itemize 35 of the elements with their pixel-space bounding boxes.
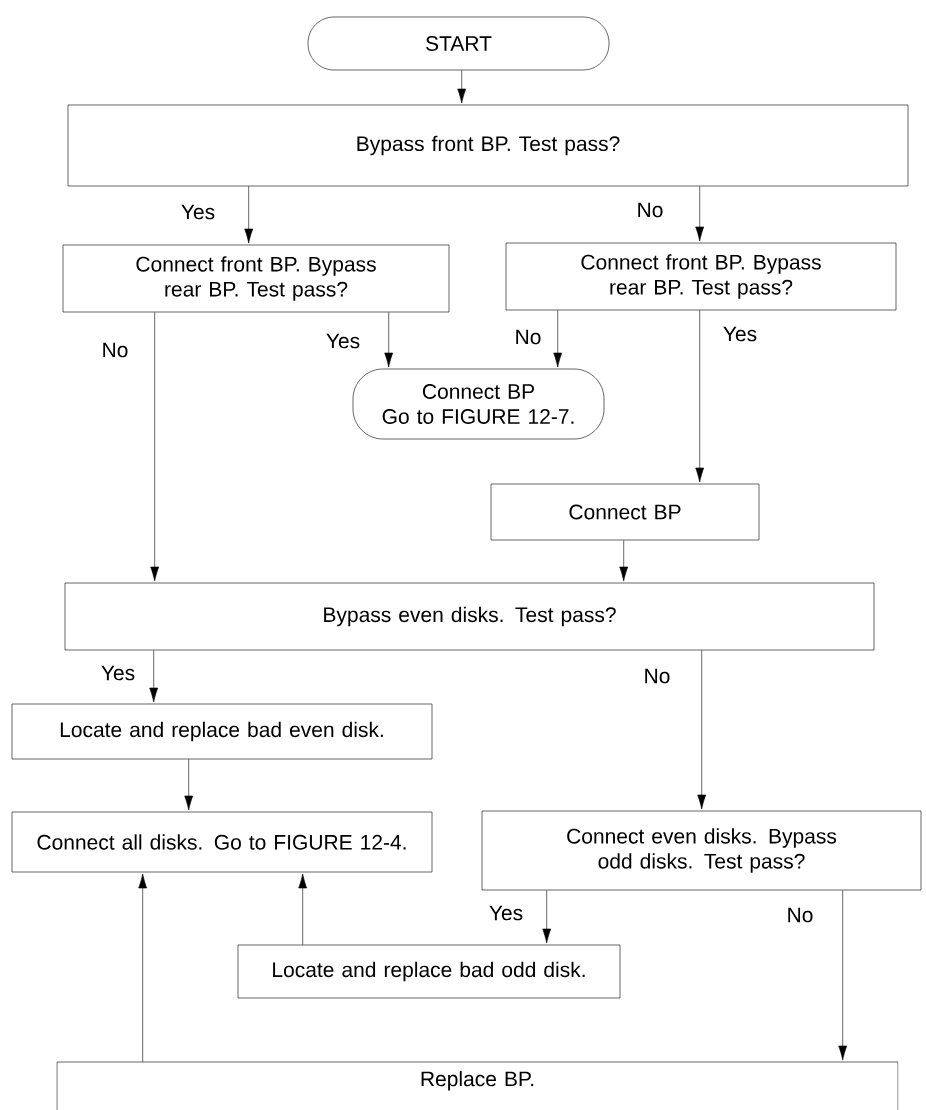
arrow: [138, 873, 148, 1062]
arrow: [457, 70, 467, 104]
arrow: [184, 759, 194, 811]
edge-label: Yes: [179, 203, 217, 221]
process-box: Connect BP: [490, 483, 760, 541]
edge-label: Yes: [721, 325, 759, 343]
process-box: Connect all disks. Go to FIGURE 12-4.: [11, 811, 433, 873]
process-box: Replace BP.: [56, 1061, 899, 1110]
edge-label: No: [635, 201, 665, 219]
arrow: [553, 310, 563, 368]
process-box: Bypass even disks. Test pass?: [64, 582, 875, 651]
arrow: [542, 890, 552, 944]
arrow: [697, 650, 707, 810]
process-box: Connect even disks. Bypass odd disks. Test pass?: [481, 810, 922, 891]
arrow: [838, 890, 848, 1061]
process-box: Connect front BP. Bypass rear BP. Test pass?: [62, 244, 450, 313]
process-box: Bypass front BP. Test pass?: [67, 104, 909, 187]
arrow: [695, 310, 705, 483]
edge-label: No: [785, 906, 815, 924]
arrow: [149, 650, 159, 703]
edge-label: Yes: [324, 332, 362, 350]
arrow: [298, 873, 308, 945]
arrow: [150, 312, 160, 582]
edge-label: Yes: [487, 904, 525, 922]
edge-label: No: [513, 328, 543, 346]
edge-label: No: [642, 667, 672, 685]
edge-label: Yes: [99, 664, 137, 682]
process-box: Connect front BP. Bypass rear BP. Test pass?: [505, 242, 897, 311]
arrow: [695, 186, 705, 242]
process-box: Locate and replace bad even disk.: [11, 703, 433, 760]
arrow: [619, 540, 629, 582]
process-box: Locate and replace bad odd disk.: [237, 944, 621, 999]
arrow: [384, 312, 394, 368]
arrow: [244, 186, 254, 244]
edge-label: No: [100, 341, 130, 359]
